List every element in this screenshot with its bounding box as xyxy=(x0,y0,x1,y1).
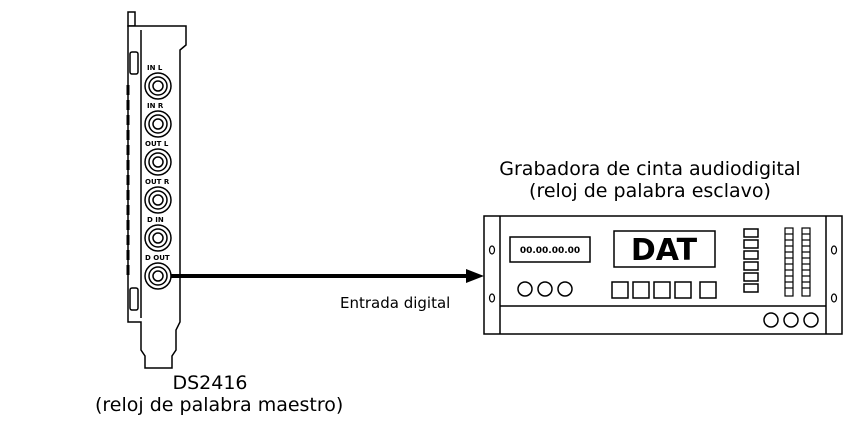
port-label-out-r: OUT R xyxy=(145,178,170,186)
pci-card-bracket xyxy=(127,11,187,369)
card-name: DS2416 xyxy=(172,372,248,394)
function-buttons xyxy=(743,228,759,293)
counter-value: 00.00.00.00 xyxy=(520,246,580,256)
rca-jack-in-l xyxy=(144,72,172,100)
port-label-out-l: OUT L xyxy=(145,140,169,148)
port-label-in-r: IN R xyxy=(147,102,164,110)
level-meters xyxy=(784,227,811,297)
rca-jack-out-l xyxy=(144,148,172,176)
card-caption: DS2416 (reloj de palabra maestro) xyxy=(95,372,344,416)
transport-knobs xyxy=(517,281,573,297)
recorder-role: (reloj de palabra esclavo) xyxy=(529,180,771,202)
digital-cable-arrow xyxy=(171,269,484,283)
dat-display xyxy=(613,230,716,268)
port-label-d-out: D OUT xyxy=(145,254,170,262)
dat-display-label: DAT xyxy=(631,233,698,268)
recorder-caption: Grabadora de cinta audiodigital (reloj d… xyxy=(470,158,830,202)
rca-jack-d-in xyxy=(144,224,172,252)
transport-buttons xyxy=(611,281,717,299)
recorder-title: Grabadora de cinta audiodigital xyxy=(499,158,801,180)
card-role: (reloj de palabra maestro) xyxy=(95,394,344,416)
rca-jack-out-r xyxy=(144,186,172,214)
counter-display xyxy=(509,236,591,263)
rack-ear-holes xyxy=(488,245,838,303)
output-knobs xyxy=(763,312,819,328)
connection-label: Entrada digital xyxy=(340,294,451,312)
port-label-d-in: D IN xyxy=(147,216,164,224)
rca-jack-in-r xyxy=(144,110,172,138)
port-label-in-l: IN L xyxy=(147,64,163,72)
